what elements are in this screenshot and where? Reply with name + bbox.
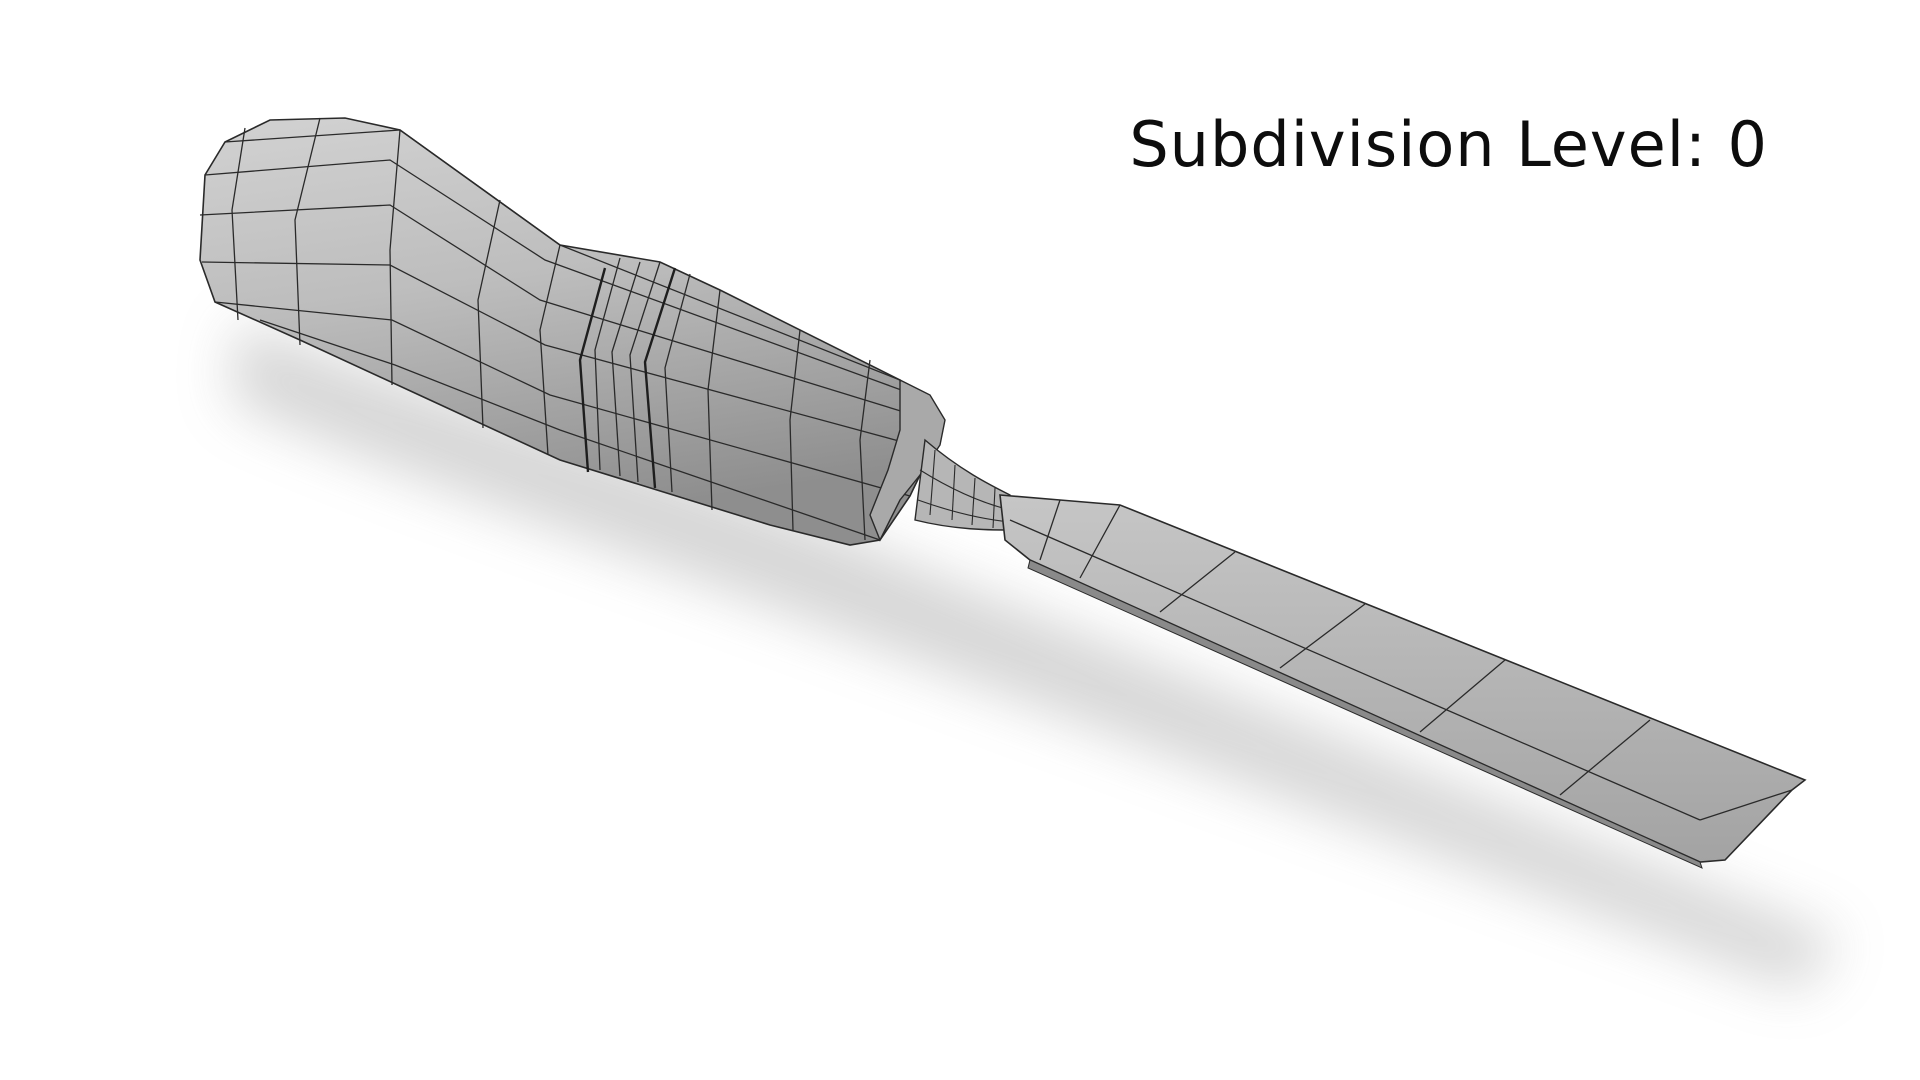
ground-shadow bbox=[230, 320, 1840, 990]
chisel-ferrule bbox=[869, 378, 1011, 542]
chisel-blade bbox=[999, 494, 1807, 869]
subdivision-level-label: Subdivision Level: 0 bbox=[1129, 108, 1768, 181]
chisel-handle bbox=[199, 117, 941, 546]
